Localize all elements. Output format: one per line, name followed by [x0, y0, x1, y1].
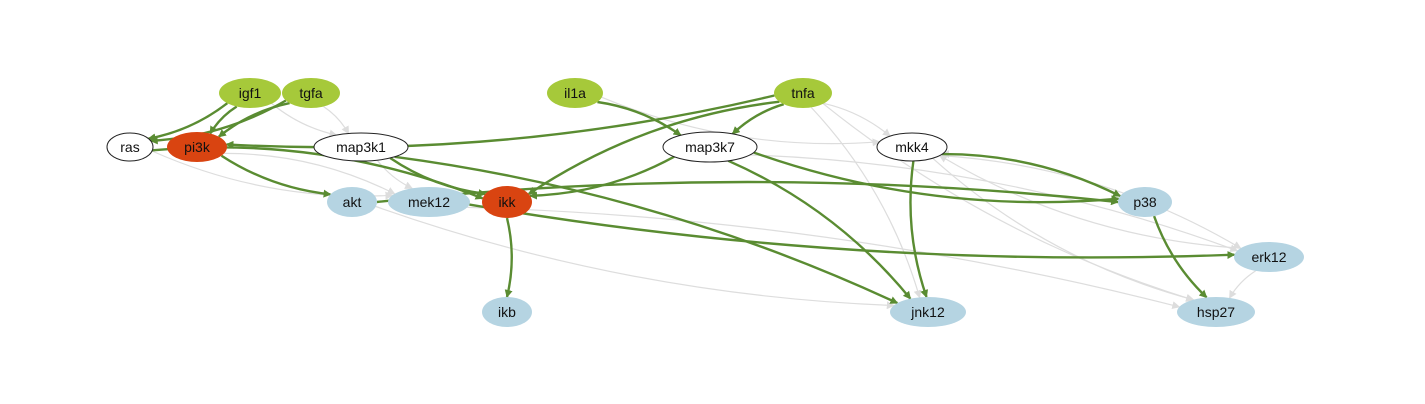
- node-tgfa-label: tgfa: [299, 85, 323, 101]
- edge-erk12-to-mkk4: [938, 154, 1241, 249]
- edge-ikk-to-ikb: [504, 217, 513, 298]
- node-mek12-label: mek12: [408, 194, 450, 210]
- edge-map3k7-to-ikk: [529, 155, 675, 200]
- node-map3k7-shape: [662, 131, 758, 163]
- edges-layer: [147, 94, 1256, 310]
- edge-erk12-to-hsp27: [1229, 270, 1256, 299]
- node-tgfa: tgfa: [282, 78, 340, 108]
- node-hsp27-label: hsp27: [1197, 304, 1235, 320]
- node-hsp27: hsp27: [1177, 297, 1255, 327]
- edge-map3k7-to-erk12: [749, 154, 1239, 253]
- node-ras-shape: [106, 132, 154, 162]
- node-akt: akt: [327, 187, 377, 217]
- edge-map3k7-to-p38: [753, 151, 1120, 204]
- node-erk12-label: erk12: [1251, 249, 1286, 265]
- node-il1a-label: il1a: [564, 85, 586, 101]
- node-ikk-label: ikk: [498, 194, 516, 210]
- node-map3k1-label: map3k1: [336, 139, 386, 155]
- node-ras: ras: [106, 132, 154, 162]
- edge-pi3k-to-mek12: [224, 152, 396, 195]
- node-mek12-shape: [388, 187, 470, 217]
- node-ikb-shape: [482, 297, 532, 327]
- edge-map3k7-to-jnk12: [727, 159, 912, 300]
- edge-tnfa-to-map3k7: [731, 103, 785, 135]
- edge-tnfa-to-mkk4: [823, 102, 891, 137]
- node-il1a: il1a: [547, 78, 603, 108]
- edge-mkk4-to-jnk12: [909, 160, 929, 298]
- node-map3k7-label: map3k7: [685, 139, 735, 155]
- node-pi3k-shape: [167, 132, 227, 162]
- node-tnfa-label: tnfa: [791, 85, 815, 101]
- edge-tgfa-to-map3k1: [323, 106, 350, 135]
- node-igf1-shape: [219, 78, 281, 108]
- edge-map3k1-to-mek12: [376, 159, 414, 189]
- edge-tnfa-to-pi3k: [225, 94, 775, 149]
- node-pi3k-label: pi3k: [184, 139, 211, 155]
- node-jnk12-shape: [890, 297, 966, 327]
- node-ras-label: ras: [120, 139, 139, 155]
- node-ikk-shape: [482, 186, 532, 218]
- edge-pi3k-to-akt: [220, 154, 332, 198]
- edge-tnfa-to-ikk: [527, 100, 780, 195]
- node-p38-label: p38: [1133, 194, 1157, 210]
- node-akt-shape: [327, 187, 377, 217]
- edge-il1a-to-map3k7: [597, 100, 682, 137]
- node-p38-shape: [1118, 187, 1172, 217]
- node-erk12: erk12: [1234, 242, 1304, 272]
- edge-mkk4-to-hsp27: [932, 157, 1195, 302]
- edge-tnfa-to-hsp27: [822, 103, 1195, 302]
- edge-akt-to-p38: [376, 180, 1119, 206]
- node-mkk4-label: mkk4: [895, 139, 929, 155]
- node-il1a-shape: [547, 78, 603, 108]
- node-jnk12-label: jnk12: [910, 304, 945, 320]
- edge-p38-to-hsp27: [1152, 215, 1208, 299]
- node-mkk4-shape: [876, 132, 948, 162]
- edge-igf1-to-map3k1: [271, 103, 338, 138]
- node-mkk4: mkk4: [876, 132, 948, 162]
- node-ikk: ikk: [482, 186, 532, 218]
- edge-tnfa-to-jnk12: [810, 106, 922, 299]
- edge-map3k1-to-jnk12: [394, 155, 899, 305]
- edge-mek12-to-erk12: [469, 203, 1236, 259]
- edge-akt-to-jnk12: [375, 205, 895, 310]
- node-tnfa-shape: [774, 78, 832, 108]
- edge-mek12-to-hsp27: [467, 206, 1181, 310]
- node-tgfa-shape: [282, 78, 340, 108]
- node-tnfa: tnfa: [774, 78, 832, 108]
- node-mek12: mek12: [388, 187, 470, 217]
- edge-tgfa-to-pi3k: [218, 101, 290, 138]
- node-igf1: igf1: [219, 78, 281, 108]
- edge-mkk4-to-p38: [942, 152, 1122, 198]
- node-hsp27-shape: [1177, 297, 1255, 327]
- node-map3k1-shape: [313, 132, 409, 162]
- node-pi3k: pi3k: [167, 132, 227, 162]
- node-map3k1: map3k1: [313, 132, 409, 162]
- nodes-layer: igf1 tgfa il1a tnfa ras pi3k map3k1 map3k7 mkk4 a…: [106, 78, 1304, 327]
- node-akt-label: akt: [343, 194, 362, 210]
- node-ikb: ikb: [482, 297, 532, 327]
- node-ikb-label: ikb: [498, 304, 516, 320]
- node-igf1-label: igf1: [239, 85, 262, 101]
- node-erk12-shape: [1234, 242, 1304, 272]
- node-map3k7: map3k7: [662, 131, 758, 163]
- node-jnk12: jnk12: [890, 297, 966, 327]
- node-p38: p38: [1118, 187, 1172, 217]
